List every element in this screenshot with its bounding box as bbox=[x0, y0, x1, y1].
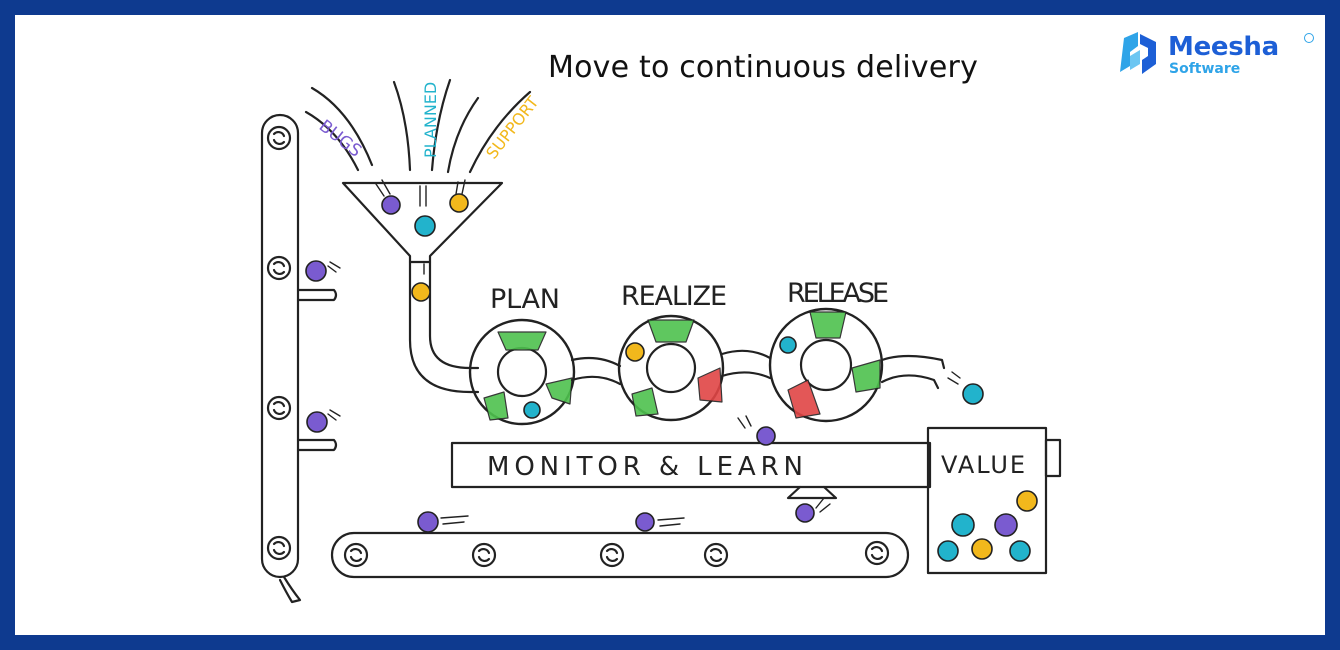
conveyor-roller bbox=[266, 255, 292, 281]
stage-label-realize: REALIZE bbox=[621, 281, 727, 312]
support-ball bbox=[971, 538, 993, 560]
conveyor-roller bbox=[599, 542, 625, 568]
value-label: VALUE bbox=[941, 451, 1025, 479]
planned-ball bbox=[779, 336, 797, 354]
bug-ball bbox=[635, 512, 655, 532]
registered-mark bbox=[1304, 33, 1314, 43]
support-ball bbox=[625, 342, 645, 362]
bug-ball bbox=[756, 426, 776, 446]
bug-ball bbox=[994, 513, 1018, 537]
page-title: Move to continuous delivery bbox=[548, 50, 979, 85]
planned-ball bbox=[951, 513, 975, 537]
value-box: VALUE bbox=[926, 426, 1062, 575]
conveyor-roller bbox=[703, 542, 729, 568]
stage-ring-release: RELEASE bbox=[768, 278, 889, 423]
conveyor-roller bbox=[266, 125, 292, 151]
stage-label-plan: PLAN bbox=[490, 284, 560, 315]
bug-ball bbox=[305, 260, 327, 282]
stage-ring-plan: PLAN bbox=[468, 284, 576, 426]
support-label: SUPPORT bbox=[482, 93, 542, 163]
bug-ball bbox=[306, 411, 328, 433]
stage-ring-realize: REALIZE bbox=[617, 281, 727, 422]
motion-lines bbox=[327, 179, 961, 527]
conveyor-roller bbox=[266, 535, 292, 561]
stage-label-release: RELEASE bbox=[787, 278, 889, 309]
planned-ball bbox=[937, 540, 959, 562]
conveyor-roller bbox=[471, 542, 497, 568]
bottom-conveyor bbox=[330, 531, 910, 579]
planned-ball bbox=[962, 383, 984, 405]
logo-subtitle: Software bbox=[1169, 61, 1241, 77]
conveyor-roller bbox=[864, 540, 890, 566]
logo: Meesha Software bbox=[1116, 30, 1316, 84]
bug-ball bbox=[795, 503, 815, 523]
support-ball bbox=[411, 282, 431, 302]
bug-ball bbox=[417, 511, 439, 533]
planned-label: PLANNED bbox=[421, 82, 440, 158]
meesha-logo-icon bbox=[1120, 32, 1156, 74]
monitor-learn-label: MONITOR & LEARN bbox=[487, 452, 803, 482]
planned-ball bbox=[1009, 540, 1031, 562]
bug-ball bbox=[381, 195, 401, 215]
monitor-learn-bar: MONITOR & LEARN bbox=[450, 441, 932, 500]
support-ball bbox=[449, 193, 469, 213]
input-streams: BUGS PLANNED SUPPORT bbox=[304, 78, 543, 174]
support-ball bbox=[1016, 490, 1038, 512]
planned-ball bbox=[414, 215, 436, 237]
logo-name: Meesha bbox=[1168, 32, 1279, 62]
conveyor-roller bbox=[343, 542, 369, 568]
conveyor-roller bbox=[266, 395, 292, 421]
left-vertical-conveyor bbox=[260, 113, 338, 604]
planned-ball bbox=[523, 401, 541, 419]
bugs-label: BUGS bbox=[315, 116, 365, 161]
